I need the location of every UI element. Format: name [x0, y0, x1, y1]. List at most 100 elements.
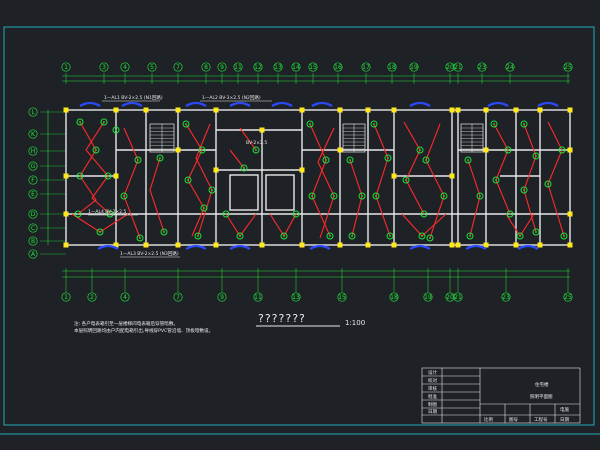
- column: [391, 107, 397, 113]
- top-axis-bubble: [409, 62, 419, 72]
- wiring-run: [547, 121, 565, 237]
- lamp-fixture: [76, 118, 84, 126]
- lamp-fixtures: [74, 118, 568, 242]
- lamp-center: [373, 123, 375, 125]
- wiring-run: [229, 149, 245, 169]
- lamp-center: [547, 183, 549, 185]
- top-axis-label: 3: [102, 64, 106, 71]
- annotation-al3: 1—AL3 BV-2×2.5 (N3回路): [120, 250, 179, 257]
- lamp-center: [325, 159, 327, 161]
- window-symbol: [185, 244, 207, 250]
- lamp-center: [479, 195, 481, 197]
- left-axis-bubble: [28, 223, 38, 233]
- top-axis-label: 7: [176, 64, 180, 71]
- lamp-fixture: [370, 120, 378, 128]
- lamp-fixture: [104, 172, 112, 180]
- lamp-center: [443, 195, 445, 197]
- left-axis-bubble: [28, 161, 38, 171]
- top-axis-label: 12: [254, 64, 262, 71]
- lamp-fixture: [420, 210, 428, 218]
- left-axis-label: F: [31, 177, 35, 184]
- lamp-fixture: [280, 232, 288, 240]
- tb-project: 住宅楼: [535, 381, 549, 388]
- lamp-center: [159, 157, 161, 159]
- column: [449, 242, 455, 248]
- top-axis-bubble: [563, 62, 573, 72]
- bottom-axis-bubble: [389, 292, 399, 302]
- lamp-fixture: [120, 192, 128, 200]
- left-axis-bubble: [28, 209, 38, 219]
- lamp-fixture: [466, 232, 474, 240]
- lamp-center: [421, 235, 423, 237]
- lamp-fixture: [208, 186, 216, 194]
- wiring-run: [493, 123, 511, 215]
- bottom-axis-bubble: [173, 292, 183, 302]
- lamp-fixture: [136, 234, 144, 242]
- column: [337, 147, 343, 153]
- lamp-fixture: [134, 156, 142, 164]
- drawing-title: ???????: [258, 312, 306, 325]
- left-axis-bubble: [28, 175, 38, 185]
- wiring-run: [149, 157, 165, 233]
- annotation-al2: 1—AL2 BV-3×2.5 (N2回路): [202, 94, 261, 101]
- top-axis-bubble: [273, 62, 283, 72]
- bottom-axis-bubble: [291, 292, 301, 302]
- column: [299, 107, 305, 113]
- lamp-center: [185, 123, 187, 125]
- bottom-axis-label: 23: [502, 294, 510, 301]
- column: [213, 107, 219, 113]
- lamp-center: [255, 149, 257, 151]
- bottom-axis-bubble: [61, 292, 71, 302]
- top-axis-label: 15: [309, 64, 317, 71]
- column: [537, 242, 543, 248]
- lamp-center: [139, 237, 141, 239]
- column: [63, 211, 69, 217]
- lamp-fixture: [348, 232, 356, 240]
- column: [513, 242, 519, 248]
- lamp-fixture: [326, 232, 334, 240]
- lamp-fixture: [418, 232, 426, 240]
- bottom-axis-bubble: [423, 292, 433, 302]
- drawing-frame: [3, 26, 595, 426]
- bottom-axis-label: 1: [64, 294, 68, 301]
- wiring-run: [523, 123, 537, 233]
- window-fixtures: [79, 101, 559, 250]
- annotation-al4: 1—AL4 BV-2×2.5: [88, 209, 127, 215]
- lamp-center: [295, 213, 297, 215]
- left-axis-bubble: [28, 107, 38, 117]
- top-axis-bubble: [291, 62, 301, 72]
- lamp-fixture: [160, 228, 168, 236]
- tb-row-2: 校对: [428, 377, 437, 384]
- wiring-run: [425, 123, 445, 239]
- lamp-fixture: [490, 120, 498, 128]
- window-symbol: [537, 101, 559, 107]
- wiring-run: [373, 123, 391, 237]
- wiring-run: [403, 121, 425, 215]
- bottom-axis-bubble: [445, 292, 455, 302]
- stair-treads: [150, 124, 483, 152]
- column: [63, 173, 69, 179]
- tb-row-4: 批准: [428, 393, 437, 400]
- top-axis-label: 18: [388, 64, 396, 71]
- top-axis-label: 17: [362, 64, 370, 71]
- column: [483, 242, 489, 248]
- lamp-fixture: [358, 192, 366, 200]
- lamp-fixture: [506, 210, 514, 218]
- lamp-center: [387, 157, 389, 159]
- lamp-center: [243, 167, 245, 169]
- lamp-center: [95, 149, 97, 151]
- top-axis-label: 14: [292, 64, 300, 71]
- lamp-fixture: [252, 146, 260, 154]
- lamp-fixture: [112, 126, 120, 134]
- wiring-run: [309, 123, 331, 237]
- lamp-center: [535, 231, 537, 233]
- lamp-fixture: [464, 156, 472, 164]
- column: [567, 147, 573, 153]
- lamp-fixture: [544, 180, 552, 188]
- bottom-axis-label: 18: [390, 294, 398, 301]
- lamp-center: [429, 237, 431, 239]
- lamp-center: [375, 195, 377, 197]
- top-axis-label: 16: [334, 64, 342, 71]
